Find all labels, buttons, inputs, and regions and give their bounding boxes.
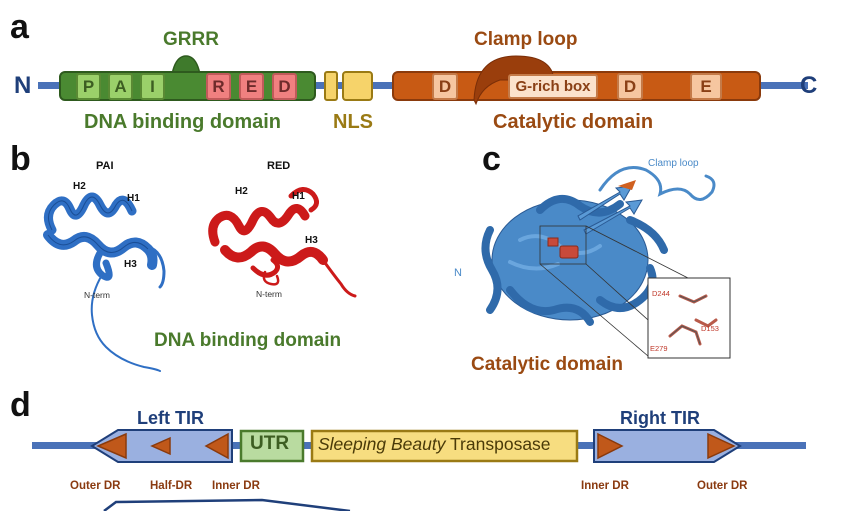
clamp-loop-structure-label: Clamp loop [648, 158, 699, 169]
pai-letter-i: I [140, 73, 165, 100]
g-rich-box: G-rich box [508, 74, 598, 99]
right-outer-dr-arrow [707, 432, 736, 460]
pai-letter-a: A [108, 73, 133, 100]
pai-h1-label: H1 [127, 193, 140, 204]
catalytic-letter-d2: D [617, 73, 643, 100]
nls-box-2 [342, 71, 373, 101]
right-inner-dr-arrow [597, 432, 624, 460]
left-outer-dr-label: Outer DR [70, 480, 121, 492]
grrr-label: GRRR [163, 29, 219, 50]
utr-box [239, 429, 305, 463]
pai-nterm-label: N-term [84, 290, 110, 300]
half-dr-label: Half-DR [150, 480, 193, 492]
c-terminus-label: C [800, 72, 818, 99]
transposase-italic-label: Sleeping Beauty [318, 434, 446, 454]
structure-n-label: N [454, 267, 462, 279]
transposase-rest-label: Transposase [445, 434, 551, 454]
left-half-dr-arrow [150, 436, 171, 456]
red-h3-label: H3 [305, 235, 318, 246]
nls-label: NLS [333, 111, 373, 133]
dna-binding-domain-caption: DNA binding domain [154, 330, 342, 351]
transposase-box [310, 429, 579, 463]
red-h2-label: H2 [235, 186, 248, 197]
clamp-loop-label: Clamp loop [474, 29, 578, 50]
red-nterm-label: N-term [256, 289, 282, 299]
structure-c-label: C [522, 255, 530, 267]
left-outer-dr-arrow [96, 432, 127, 460]
pai-structure-title: PAI [96, 160, 114, 172]
residue-e279-label: E279 [650, 344, 668, 353]
bottom-connector-line [103, 498, 351, 511]
catalytic-letter-d1: D [432, 73, 458, 100]
catalytic-domain-label: Catalytic domain [493, 111, 654, 133]
red-letter-r: R [206, 73, 231, 100]
catalytic-domain-caption: Catalytic domain [471, 354, 624, 375]
pai-h2-label: H2 [73, 181, 86, 192]
red-letter-d: D [272, 73, 297, 100]
left-inner-dr-label: Inner DR [212, 480, 260, 492]
panel-letter-a: a [10, 8, 29, 46]
panel-letter-c: c [482, 140, 501, 178]
left-inner-dr-arrow [204, 432, 229, 460]
utr-label: UTR [250, 433, 290, 454]
pai-structure-graphic [43, 192, 166, 372]
pai-h3-label: H3 [124, 259, 137, 270]
right-tir-shape [593, 429, 742, 463]
residue-d153-label: D153 [701, 324, 719, 333]
nls-box-1 [324, 71, 338, 101]
pai-letter-p: P [76, 73, 101, 100]
catalytic-structure-graphic [481, 166, 731, 359]
n-terminus-label: N [14, 72, 32, 99]
catalytic-letter-e: E [690, 73, 722, 100]
transposon-map-graphic [32, 429, 806, 511]
panel-letter-b: b [10, 140, 31, 178]
panel-letter-d: d [10, 386, 31, 424]
transposase-label: Sleeping Beauty Transposase [318, 434, 551, 455]
right-outer-dr-label: Outer DR [697, 480, 748, 492]
dna-binding-domain-label: DNA binding domain [84, 111, 282, 133]
right-tir-label: Right TIR [620, 408, 700, 428]
left-tir-label: Left TIR [137, 408, 204, 428]
red-structure-graphic [208, 187, 357, 298]
red-letter-e: E [239, 73, 264, 100]
red-structure-title: RED [267, 160, 291, 172]
right-inner-dr-label: Inner DR [581, 480, 629, 492]
residue-d244-label: D244 [652, 289, 670, 298]
red-h1-label: H1 [292, 191, 305, 202]
